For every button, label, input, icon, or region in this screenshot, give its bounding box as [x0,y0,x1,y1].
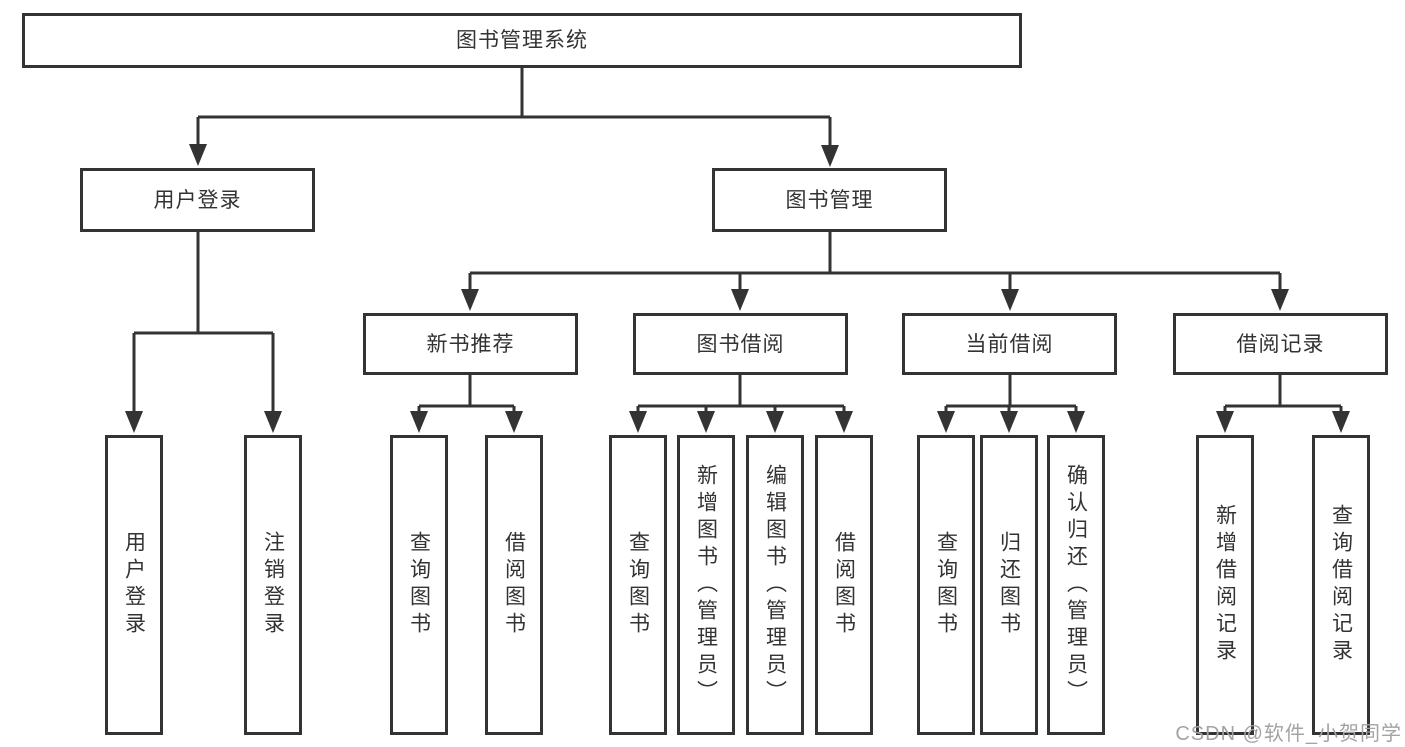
leaf-current-query-books: 查询图书 [917,435,975,735]
arrowhead [821,145,839,167]
arrowhead [731,289,749,311]
leaf-borrow-borrow-books: 借阅图书 [815,435,873,735]
arrowhead [410,411,428,433]
arrowhead [629,411,647,433]
leaf-logout: 注销登录 [244,435,302,735]
leaf-borrow-add-books-admin: 新增图书（管理员） [677,435,735,735]
arrowhead [1001,289,1019,311]
arrowhead [461,289,479,311]
leaf-current-confirm-return-admin: 确认归还（管理员） [1047,435,1105,735]
arrowhead [264,411,282,433]
leaf-user-login: 用户登录 [105,435,163,735]
arrowhead [766,411,784,433]
leaf-current-return-books: 归还图书 [980,435,1038,735]
connector-recommend-to-leaves [410,375,523,433]
arrowhead [835,411,853,433]
node-borrow-records: 借阅记录 [1173,313,1388,375]
leaf-records-add-record: 新增借阅记录 [1196,435,1254,735]
arrowhead [1216,411,1234,433]
arrowhead [1000,411,1018,433]
node-root-library-system: 图书管理系统 [22,13,1022,68]
connector-bookmgmt-to-level3 [461,232,1289,311]
leaf-borrow-edit-books-admin: 编辑图书（管理员） [746,435,804,735]
arrowhead [1271,289,1289,311]
leaf-borrow-query-books: 查询图书 [609,435,667,735]
arrowhead [1332,411,1350,433]
node-new-book-recommend: 新书推荐 [363,313,578,375]
arrowhead [937,411,955,433]
arrowhead [189,144,207,166]
connector-current-to-leaves [937,375,1085,433]
arrowhead [125,411,143,433]
arrowhead [697,411,715,433]
node-book-borrow: 图书借阅 [633,313,848,375]
leaf-recommend-query-books: 查询图书 [390,435,448,735]
leaf-records-query-record: 查询借阅记录 [1312,435,1370,735]
arrowhead [1067,411,1085,433]
connector-root-to-level2 [189,68,839,167]
csdn-watermark: CSDN @软件_小贺同学 [1175,723,1402,745]
node-current-borrow: 当前借阅 [902,313,1117,375]
node-book-management: 图书管理 [712,168,947,232]
connector-borrow-to-leaves [629,375,853,433]
leaf-recommend-borrow-books: 借阅图书 [485,435,543,735]
node-user-login: 用户登录 [80,168,315,232]
connector-login-to-leaves [125,232,282,433]
connector-records-to-leaves [1216,375,1350,433]
arrowhead [505,411,523,433]
